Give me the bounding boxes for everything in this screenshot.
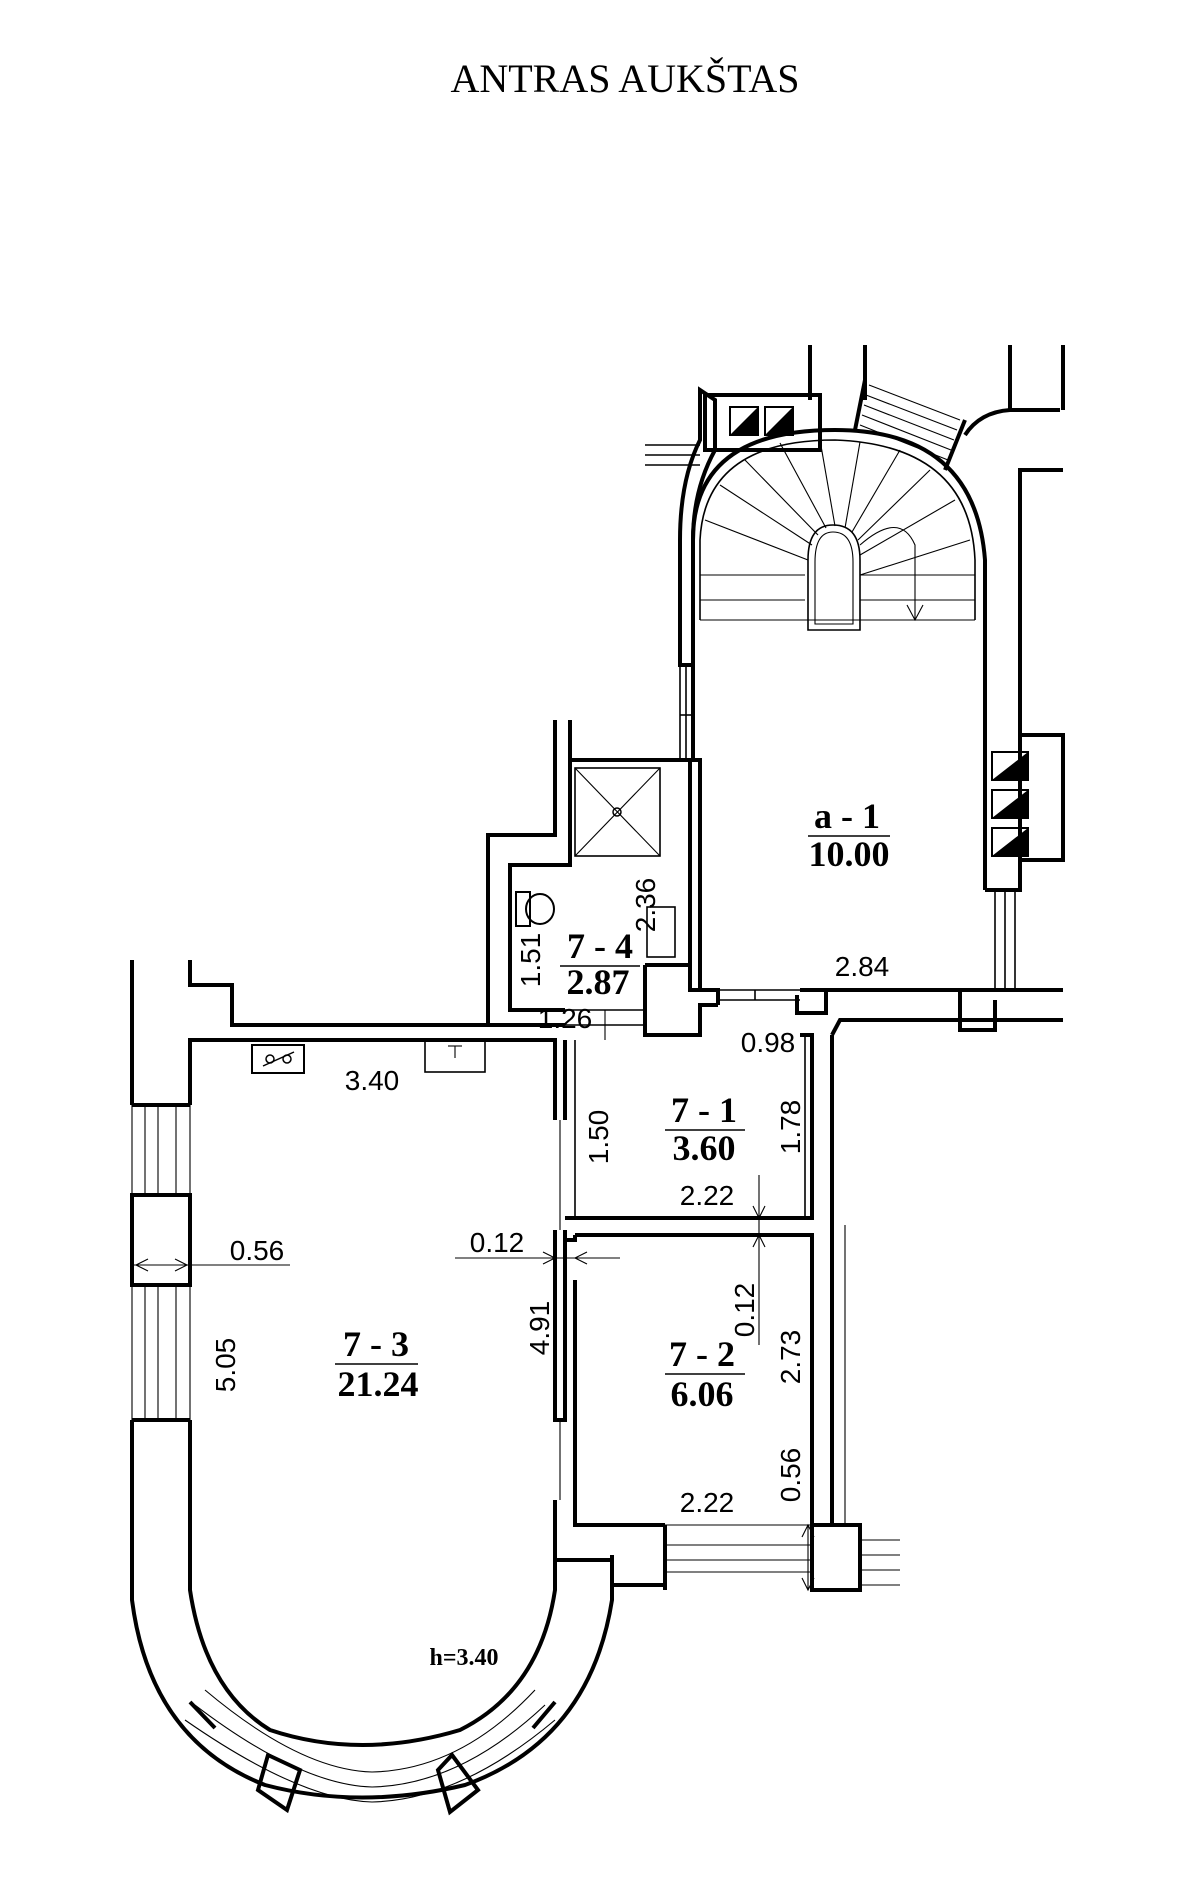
room-7-2 bbox=[565, 1018, 1063, 1592]
svg-text:2.87: 2.87 bbox=[567, 962, 630, 1002]
stairwell bbox=[645, 345, 1065, 1032]
room-label-7-3: 7 - 3 21.24 bbox=[335, 1324, 419, 1404]
dim-7-3-window: 0.56 bbox=[230, 1235, 285, 1266]
dim-7-2-top: 0.12 bbox=[729, 1283, 760, 1338]
svg-text:10.00: 10.00 bbox=[809, 834, 890, 874]
dim-7-1-bottom: 2.22 bbox=[680, 1180, 735, 1211]
dim-door: 0.98 bbox=[741, 1027, 796, 1058]
sink-icon bbox=[646, 906, 676, 958]
svg-text:a - 1: a - 1 bbox=[814, 796, 880, 836]
room-label-a-1: a - 1 10.00 bbox=[808, 796, 890, 874]
svg-text:7 - 1: 7 - 1 bbox=[671, 1090, 737, 1130]
flue-icon bbox=[729, 406, 794, 436]
shower-tray bbox=[574, 767, 661, 857]
svg-text:21.24: 21.24 bbox=[338, 1364, 419, 1404]
dim-7-3-width: 3.40 bbox=[345, 1065, 400, 1096]
svg-text:6.06: 6.06 bbox=[671, 1374, 734, 1414]
flue-icon bbox=[991, 751, 1029, 857]
svg-text:3.60: 3.60 bbox=[673, 1128, 736, 1168]
ventilation-icon bbox=[251, 1044, 305, 1074]
plan-title: ANTRAS AUKŠTAS bbox=[450, 56, 799, 101]
dim-wc-height: 1.51 bbox=[515, 933, 546, 988]
room-label-7-1: 7 - 1 3.60 bbox=[665, 1090, 745, 1168]
dim-a1-width: 2.84 bbox=[835, 951, 890, 982]
dim-7-1-left: 1.50 bbox=[583, 1110, 614, 1165]
svg-text:7 - 4: 7 - 4 bbox=[567, 926, 633, 966]
dim-7-3-right: 4.91 bbox=[524, 1301, 555, 1356]
dim-7-2-height: 2.73 bbox=[775, 1330, 806, 1385]
room-label-7-2: 7 - 2 6.06 bbox=[665, 1334, 745, 1414]
toilet-icon bbox=[515, 891, 555, 927]
heater-icon bbox=[424, 1039, 486, 1073]
ceiling-height: h=3.40 bbox=[429, 1645, 498, 1671]
main-room bbox=[130, 960, 665, 1816]
room-label-7-4: 7 - 4 2.87 bbox=[560, 926, 640, 1002]
svg-text:7 - 2: 7 - 2 bbox=[669, 1334, 735, 1374]
dim-7-3-left: 5.05 bbox=[210, 1338, 241, 1393]
dim-7-2-side: 0.56 bbox=[775, 1448, 806, 1503]
dimension-lines bbox=[132, 1175, 846, 1592]
svg-text:7 - 3: 7 - 3 bbox=[343, 1324, 409, 1364]
dim-7-3-wall: 0.12 bbox=[470, 1227, 525, 1258]
wc-area bbox=[486, 720, 718, 1040]
dim-wc-width: 1.26 bbox=[538, 1003, 593, 1034]
dim-shower: 2.36 bbox=[630, 878, 661, 933]
room-7-1 bbox=[565, 1033, 814, 1220]
dim-7-2-bottom: 2.22 bbox=[680, 1487, 735, 1518]
dim-7-1-right: 1.78 bbox=[775, 1100, 806, 1155]
